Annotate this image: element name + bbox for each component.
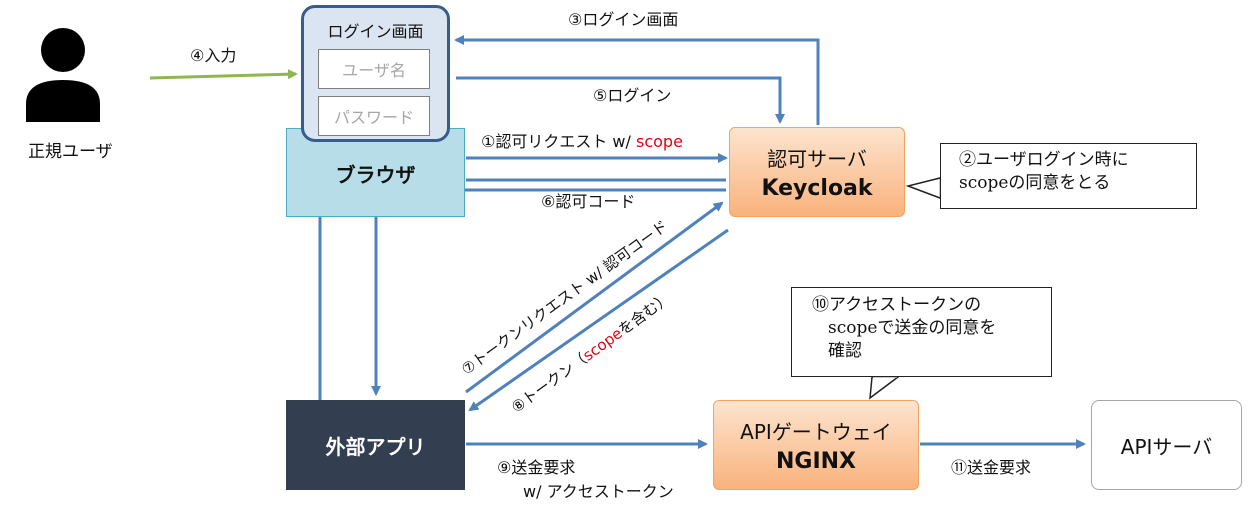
step1-scope: scope — [636, 132, 683, 151]
login-screen-title: ログイン画面 — [327, 22, 424, 41]
api-server-label: APIサーバ — [1120, 434, 1213, 459]
bubble-tail-gateway — [869, 376, 901, 400]
browser-box: ブラウザ — [286, 128, 465, 217]
arrow-input — [149, 69, 298, 80]
browser-label: ブラウザ — [335, 163, 416, 187]
note-consent-keycloak: ②ユーザログイン時に scopeの同意をとる — [940, 143, 1197, 209]
auth-server-line1: 認可サーバ — [767, 147, 867, 171]
step9-line1: ⑨送金要求 — [497, 458, 576, 477]
arrow-login-screen — [454, 35, 820, 125]
arrow-login — [456, 76, 785, 124]
password-field[interactable]: パスワード — [318, 96, 430, 136]
step5-label: ⑤ログイン — [593, 86, 672, 105]
arrow-token-request — [465, 201, 724, 394]
step4-label: ④入力 — [190, 46, 237, 65]
external-app-label: 外部アプリ — [325, 434, 426, 459]
api-gateway-line1: APIゲートウェイ — [740, 420, 892, 444]
username-field[interactable]: ユーザ名 — [318, 49, 430, 89]
note2-line1: ②ユーザログイン時に — [959, 150, 1129, 170]
person-icon — [26, 28, 100, 122]
step6-label: ⑥認可コード — [541, 192, 636, 211]
user-label: 正規ユーザ — [28, 142, 113, 162]
external-app-box: 外部アプリ — [286, 400, 465, 490]
note2-line2: scopeの同意をとる — [959, 172, 1111, 193]
step1-label: ①認可リクエスト w/ scope — [481, 132, 683, 151]
step9-line2: w/ アクセストークン — [523, 482, 674, 501]
step3-label: ③ログイン画面 — [568, 10, 679, 29]
step11-label: ⑪送金要求 — [951, 458, 1032, 477]
api-gateway-line2: NGINX — [775, 449, 857, 474]
note-consent-gateway: ⑩アクセストークンの scopeで送金の同意を 確認 — [791, 287, 1052, 377]
note10-line2: scopeで送金の同意を — [828, 317, 997, 338]
bubble-tail-keycloak — [905, 177, 941, 200]
api-gateway-box: APIゲートウェイ NGINX — [713, 400, 919, 490]
arrow-token — [468, 228, 729, 412]
step1-text: ①認可リクエスト w/ — [481, 132, 636, 151]
username-placeholder: ユーザ名 — [342, 61, 406, 80]
api-server-box: APIサーバ — [1091, 400, 1242, 490]
note10-line1: ⑩アクセストークンの — [812, 295, 982, 315]
note10-line3: 確認 — [828, 340, 862, 361]
password-placeholder: パスワード — [333, 108, 414, 127]
auth-server-line2: Keycloak — [761, 176, 873, 201]
arrow-auth-code — [371, 188, 726, 396]
auth-server-box: 認可サーバ Keycloak — [729, 127, 905, 217]
